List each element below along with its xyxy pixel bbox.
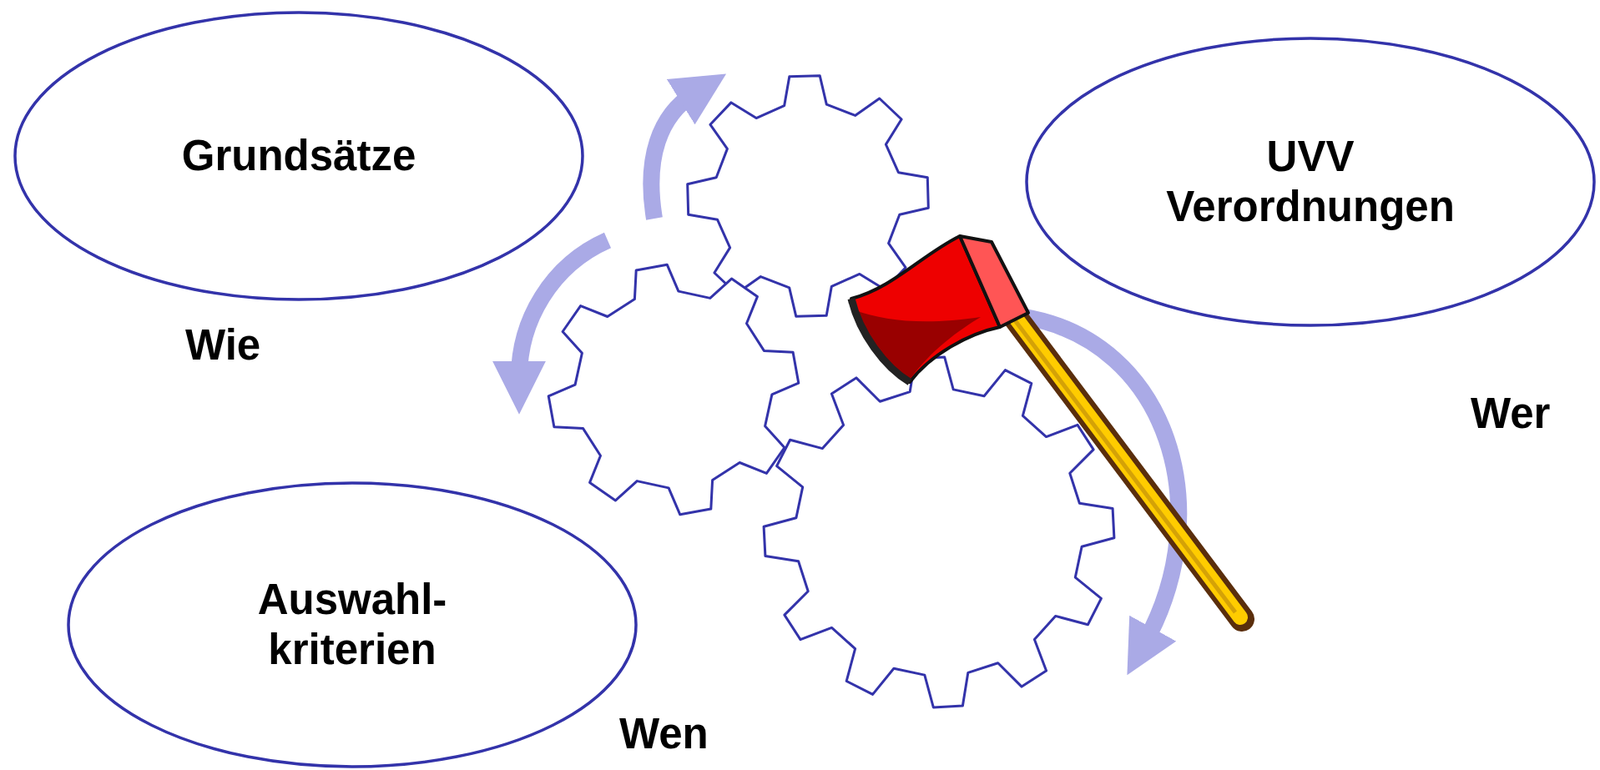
ellipse-shape [1026, 38, 1595, 326]
node-text: UVV Verordnungen [1135, 131, 1486, 233]
node-text: Grundsätze [123, 131, 475, 182]
node-text: Auswahl- kriterien [176, 575, 528, 676]
ellipse-outline [66, 481, 638, 769]
ellipse-node: Auswahl- kriterien [66, 481, 638, 769]
ellipse-outline [1024, 36, 1596, 328]
ellipse-shape [15, 12, 583, 300]
ellipse-node: Grundsätze [13, 10, 585, 302]
question-label: Wen [619, 709, 709, 759]
ellipse-node: UVV Verordnungen [1024, 36, 1596, 328]
ellipse-shape [68, 483, 636, 768]
gear [763, 357, 1115, 708]
question-label: Wie [185, 320, 261, 370]
gear [548, 264, 799, 515]
question-label: Wer [1470, 388, 1550, 439]
